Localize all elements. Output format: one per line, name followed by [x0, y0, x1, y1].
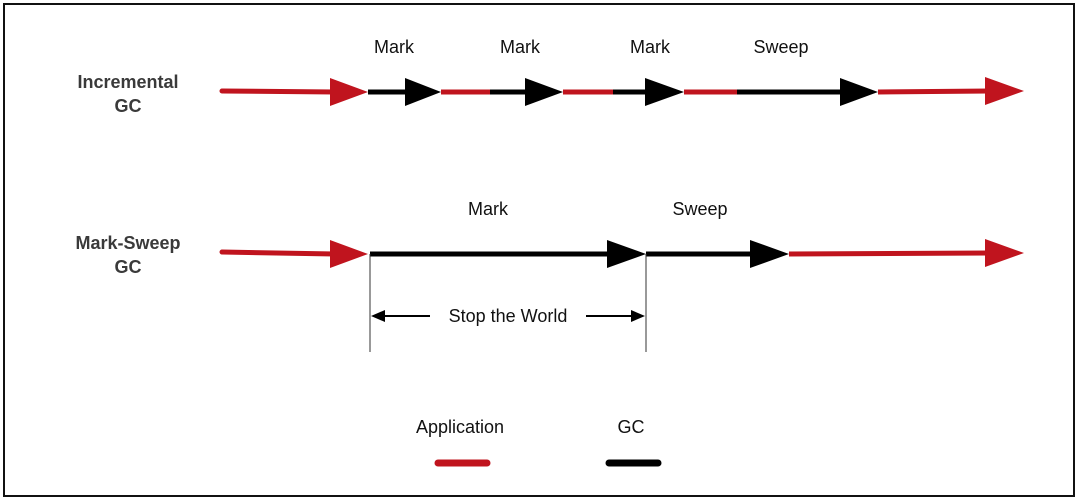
legend-application-label: Application [416, 417, 504, 437]
marksweep-phase-label: Mark [468, 199, 509, 219]
incremental-phase-label: Mark [500, 37, 541, 57]
marksweep-label-line2: GC [115, 257, 142, 277]
gc-arrowhead [840, 78, 878, 106]
marksweep-label-line1: Mark-Sweep [75, 233, 180, 253]
incremental-phase-label: Mark [374, 37, 415, 57]
application-segment [219, 88, 338, 95]
gc-arrowhead [607, 240, 646, 268]
application-segment [788, 250, 991, 257]
bracket-right-arrowhead [631, 310, 645, 322]
diagram-frame [3, 3, 1075, 497]
application-arrowhead [985, 77, 1024, 105]
application-segment [219, 249, 338, 257]
application-arrowhead [330, 78, 368, 106]
incremental-phase-label: Mark [630, 37, 671, 57]
gc-arrowhead [405, 78, 441, 106]
stop-the-world-bracket: Stop the World [369, 254, 647, 352]
stop-the-world-label: Stop the World [449, 306, 568, 326]
gc-arrowhead [750, 240, 789, 268]
incremental-label-line2: GC [115, 96, 142, 116]
gc-arrowhead [645, 78, 684, 106]
application-arrowhead [330, 240, 368, 268]
incremental-timeline [219, 77, 1024, 106]
application-arrowhead [985, 239, 1024, 267]
marksweep-timeline [219, 239, 1024, 268]
gc-arrowhead [525, 78, 563, 106]
legend: Application GC [416, 417, 662, 467]
bracket-left-arrowhead [371, 310, 385, 322]
incremental-label-line1: Incremental [77, 72, 178, 92]
application-segment [877, 88, 991, 95]
legend-gc-label: GC [618, 417, 645, 437]
incremental-phase-label: Sweep [753, 37, 808, 57]
marksweep-phase-label: Sweep [672, 199, 727, 219]
